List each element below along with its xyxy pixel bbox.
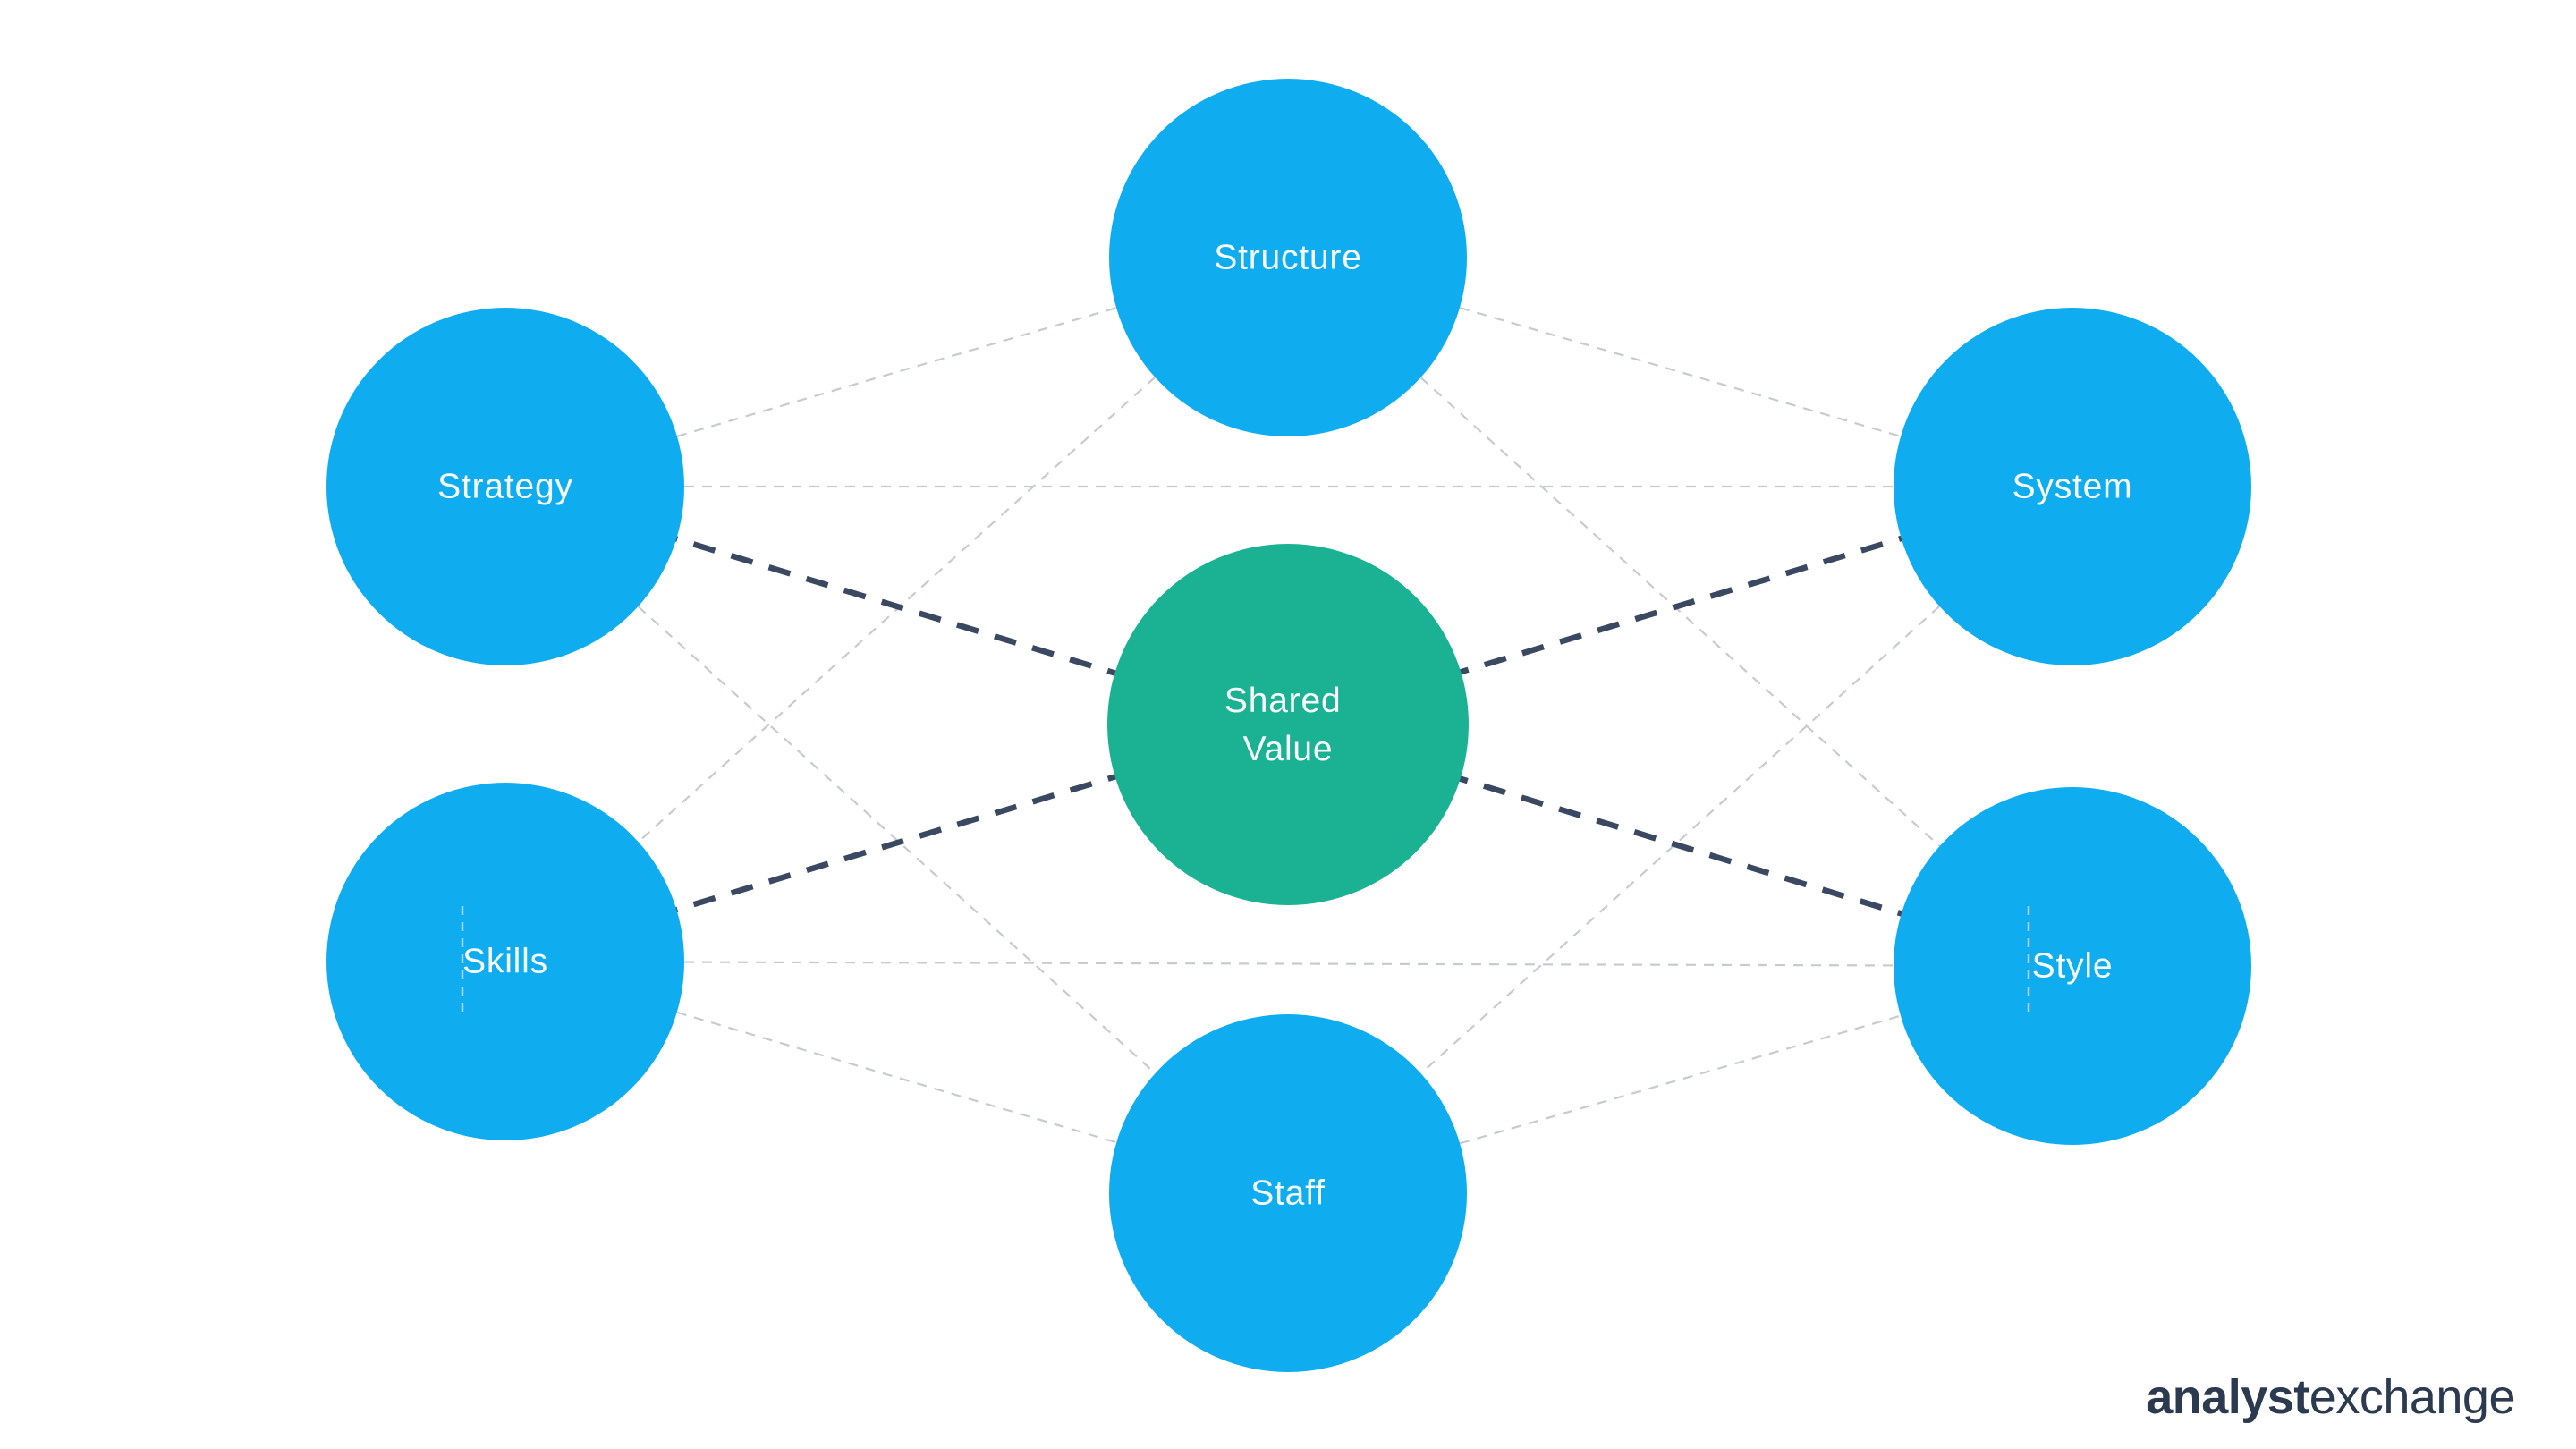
- system-node: [1894, 308, 2251, 665]
- node-labels: Structure Strategy System Skills Style S…: [437, 239, 2133, 1213]
- skills-node: [326, 783, 684, 1140]
- system-label: System: [2012, 468, 2133, 506]
- structure-node: [1109, 79, 1467, 436]
- structure-label: Structure: [1214, 239, 1361, 277]
- brand-logo-light-part: exchange: [2309, 1370, 2515, 1424]
- shared-value-label-line1: Shared: [1224, 682, 1342, 720]
- shared-value-label-line2: Value: [1243, 730, 1334, 768]
- strategy-label: Strategy: [437, 468, 573, 506]
- node-circles: [326, 79, 2251, 1372]
- style-label: Style: [2032, 947, 2114, 986]
- connector-skills-style: [504, 960, 2073, 968]
- style-node: [1894, 787, 2251, 1145]
- staff-label: Staff: [1250, 1174, 1326, 1213]
- skills-label: Skills: [462, 943, 548, 981]
- strategy-node: [326, 308, 684, 665]
- label-guide-artifacts: [461, 906, 2030, 1017]
- brand-logo: analystexchange: [2146, 1370, 2515, 1424]
- staff-node: [1109, 1014, 1467, 1372]
- shared-value-label: Shared Value: [1224, 682, 1352, 768]
- shared-value-node: [1107, 544, 1469, 905]
- brand-logo-bold-part: analyst: [2146, 1370, 2309, 1424]
